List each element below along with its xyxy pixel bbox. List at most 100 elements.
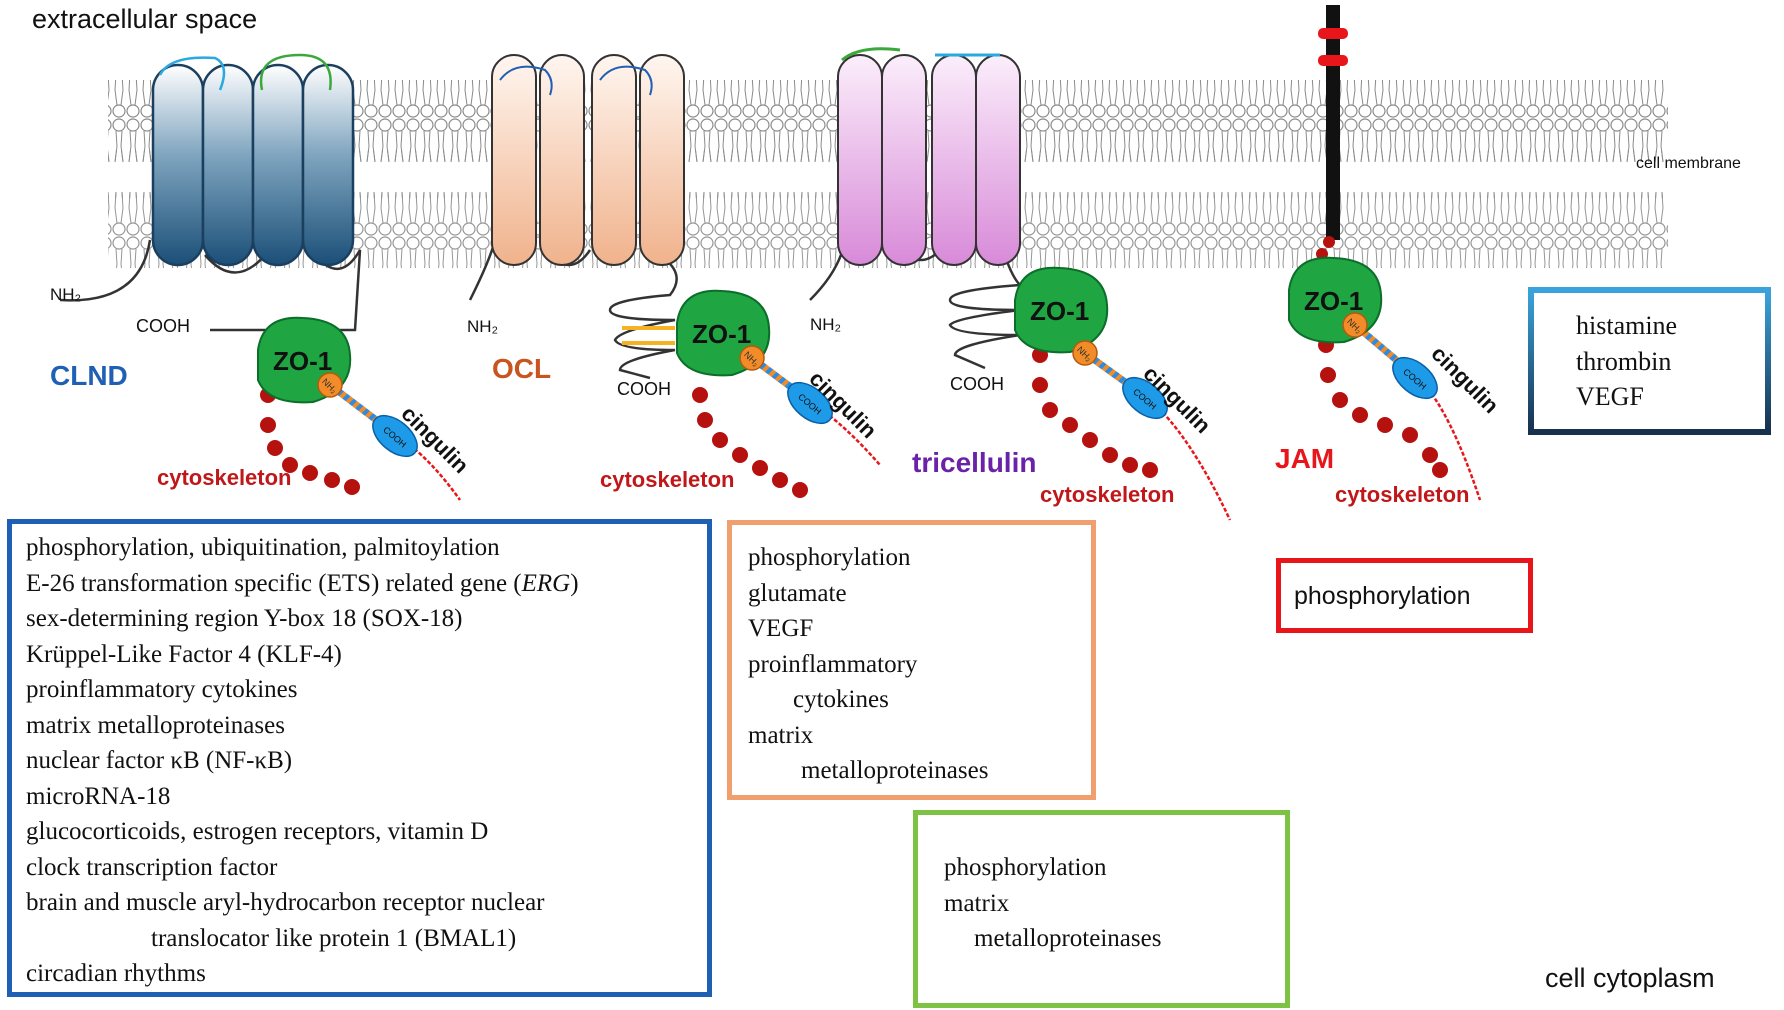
actin-bead xyxy=(752,460,768,476)
stimulus-line: VEGF xyxy=(1576,382,1644,411)
clnd-regulator-line: brain and muscle aryl-hydrocarbon recept… xyxy=(26,889,545,916)
cell-cytoplasm-label: cell cytoplasm xyxy=(1545,963,1715,993)
clnd-regulator-line: nuclear factor κB (NF-κB) xyxy=(26,747,293,774)
jam-regulator-line: phosphorylation xyxy=(1294,582,1471,610)
clnd-regulator-line: matrix metalloproteinases xyxy=(26,711,285,739)
clnd-regulator-line: microRNA-18 xyxy=(26,782,171,810)
ocl-regulators-box: phosphorylation glutamate VEGF proinflam… xyxy=(727,520,1096,800)
cingulin-nh2-head xyxy=(1072,340,1098,366)
ocl-protein xyxy=(468,54,685,380)
jam-cingulin-label: cingulin xyxy=(1426,341,1503,418)
clnd-cytoskeleton-label: cytoskeleton xyxy=(157,465,292,490)
actin-bead xyxy=(1422,447,1438,463)
clnd-regulators-box: phosphorylation, ubiquitination, palmito… xyxy=(7,519,712,997)
clnd-regulator-line: Krüppel-Like Factor 4 (KLF-4) xyxy=(26,640,342,668)
actin-bead xyxy=(344,479,360,495)
clnd-regulator-line: phosphorylation, ubiquitination, palmito… xyxy=(26,534,500,561)
actin-bead xyxy=(1032,377,1048,393)
clnd-cooh-label: COOH xyxy=(136,316,190,336)
actin-bead xyxy=(1142,462,1158,478)
cingulin-cooh-head xyxy=(1392,356,1438,400)
zo1-complexes: ZO-1NH₂COOHZO-1NH₂COOHZO-1NH₂COOHZO-1NH₂… xyxy=(257,256,1482,521)
clnd-label: CLND xyxy=(50,360,128,391)
tricellulin-cytoskeleton-label: cytoskeleton xyxy=(1040,482,1175,507)
ocl-regulator-line: proinflammatory xyxy=(748,650,918,678)
ocl-nh2-label: NH₂ xyxy=(467,317,498,336)
tricellulin-protein xyxy=(809,47,1023,370)
clnd-regulator-line: sex-determining region Y-box 18 (SOX-18) xyxy=(26,605,463,632)
ocl-regulator-line: cytokines xyxy=(793,686,889,713)
actin-bead xyxy=(1332,392,1348,408)
tricellulin-regulator-line: metalloproteinases xyxy=(974,925,1162,952)
jam-cytoskeleton-label: cytoskeleton xyxy=(1335,482,1470,507)
clnd-regulator-line: glucocorticoids, estrogen receptors, vit… xyxy=(26,818,489,845)
actin-bead xyxy=(712,432,728,448)
cell-membrane-label: cell membrane xyxy=(1636,155,1741,172)
actin-bead xyxy=(1352,407,1368,423)
cingulin-cooh-head xyxy=(787,381,833,425)
actin-bead xyxy=(302,465,318,481)
ocl-cooh-label: COOH xyxy=(617,379,671,399)
actin-bead xyxy=(324,472,340,488)
erg-prefix: E-26 transformation specific (ETS) relat… xyxy=(26,569,522,597)
zo1-label: ZO-1 xyxy=(1304,286,1363,316)
clnd-regulator-line: proinflammatory cytokines xyxy=(26,676,298,703)
actin-bead xyxy=(282,457,298,473)
clnd-regulator-line: circadian rhythms xyxy=(26,960,206,987)
stimulus-line: thrombin xyxy=(1576,346,1672,376)
actin-bead xyxy=(267,440,283,456)
tricellulin-regulator-line: phosphorylation xyxy=(944,854,1107,881)
zo1-label: ZO-1 xyxy=(273,346,332,376)
actin-bead xyxy=(697,412,713,428)
cingulin-tail xyxy=(1419,379,1482,501)
ocl-regulator-line: glutamate xyxy=(748,579,847,607)
tricellulin-regulator-line: matrix xyxy=(944,889,1010,917)
zo1-blob xyxy=(1014,266,1109,354)
actin-bead xyxy=(260,417,276,433)
ocl-cytoskeleton-label: cytoskeleton xyxy=(600,467,735,492)
actin-bead xyxy=(1320,367,1336,383)
clnd-nh2-label: NH₂ xyxy=(50,285,81,304)
clnd-protein xyxy=(59,53,362,332)
actin-bead xyxy=(692,387,708,403)
erg-suffix: ) xyxy=(570,569,579,597)
actin-bead xyxy=(1377,417,1393,433)
ocl-label: OCL xyxy=(492,353,551,384)
ocl-regulator-line: VEGF xyxy=(748,615,814,642)
jam-regulators-box: phosphorylation xyxy=(1276,558,1533,633)
cingulin-cooh-head xyxy=(372,414,418,458)
actin-bead xyxy=(1432,462,1448,478)
actin-bead xyxy=(772,472,788,488)
clnd-regulator-line: translocator like protein 1 (BMAL1) xyxy=(151,924,517,952)
actin-bead xyxy=(1102,447,1118,463)
zo1-label: ZO-1 xyxy=(1030,296,1089,326)
actin-bead xyxy=(1122,457,1138,473)
clnd-regulator-line: clock transcription factor xyxy=(26,853,278,881)
ocl-regulator-line: metalloproteinases xyxy=(801,757,989,784)
actin-bead xyxy=(1082,432,1098,448)
ocl-regulator-line: phosphorylation xyxy=(748,544,911,571)
jam-label: JAM xyxy=(1275,443,1334,474)
tricellulin-nh2-label: NH₂ xyxy=(810,315,841,334)
extracellular-space-label: extracellular space xyxy=(32,4,257,34)
clnd-regulator-erg-line: E-26 transformation specific (ETS) relat… xyxy=(26,566,707,602)
cingulin-nh2-head xyxy=(317,372,343,398)
tricellulin-label: tricellulin xyxy=(912,447,1036,478)
cingulin-nh2-head xyxy=(1342,312,1368,338)
stimulus-line: histamine xyxy=(1576,311,1678,340)
actin-bead xyxy=(1042,402,1058,418)
ocl-regulator-line: matrix xyxy=(748,721,814,749)
actin-bead xyxy=(1402,427,1418,443)
actin-bead xyxy=(1062,417,1078,433)
actin-bead xyxy=(732,447,748,463)
actin-bead xyxy=(792,482,808,498)
stimuli-box: histamine thrombin VEGF xyxy=(1528,287,1771,435)
tricellulin-cooh-label: COOH xyxy=(950,374,1004,394)
tricellulin-regulators-box: phosphorylation matrix metalloproteinase… xyxy=(913,810,1290,1008)
cingulin-cooh-head xyxy=(1122,376,1168,420)
